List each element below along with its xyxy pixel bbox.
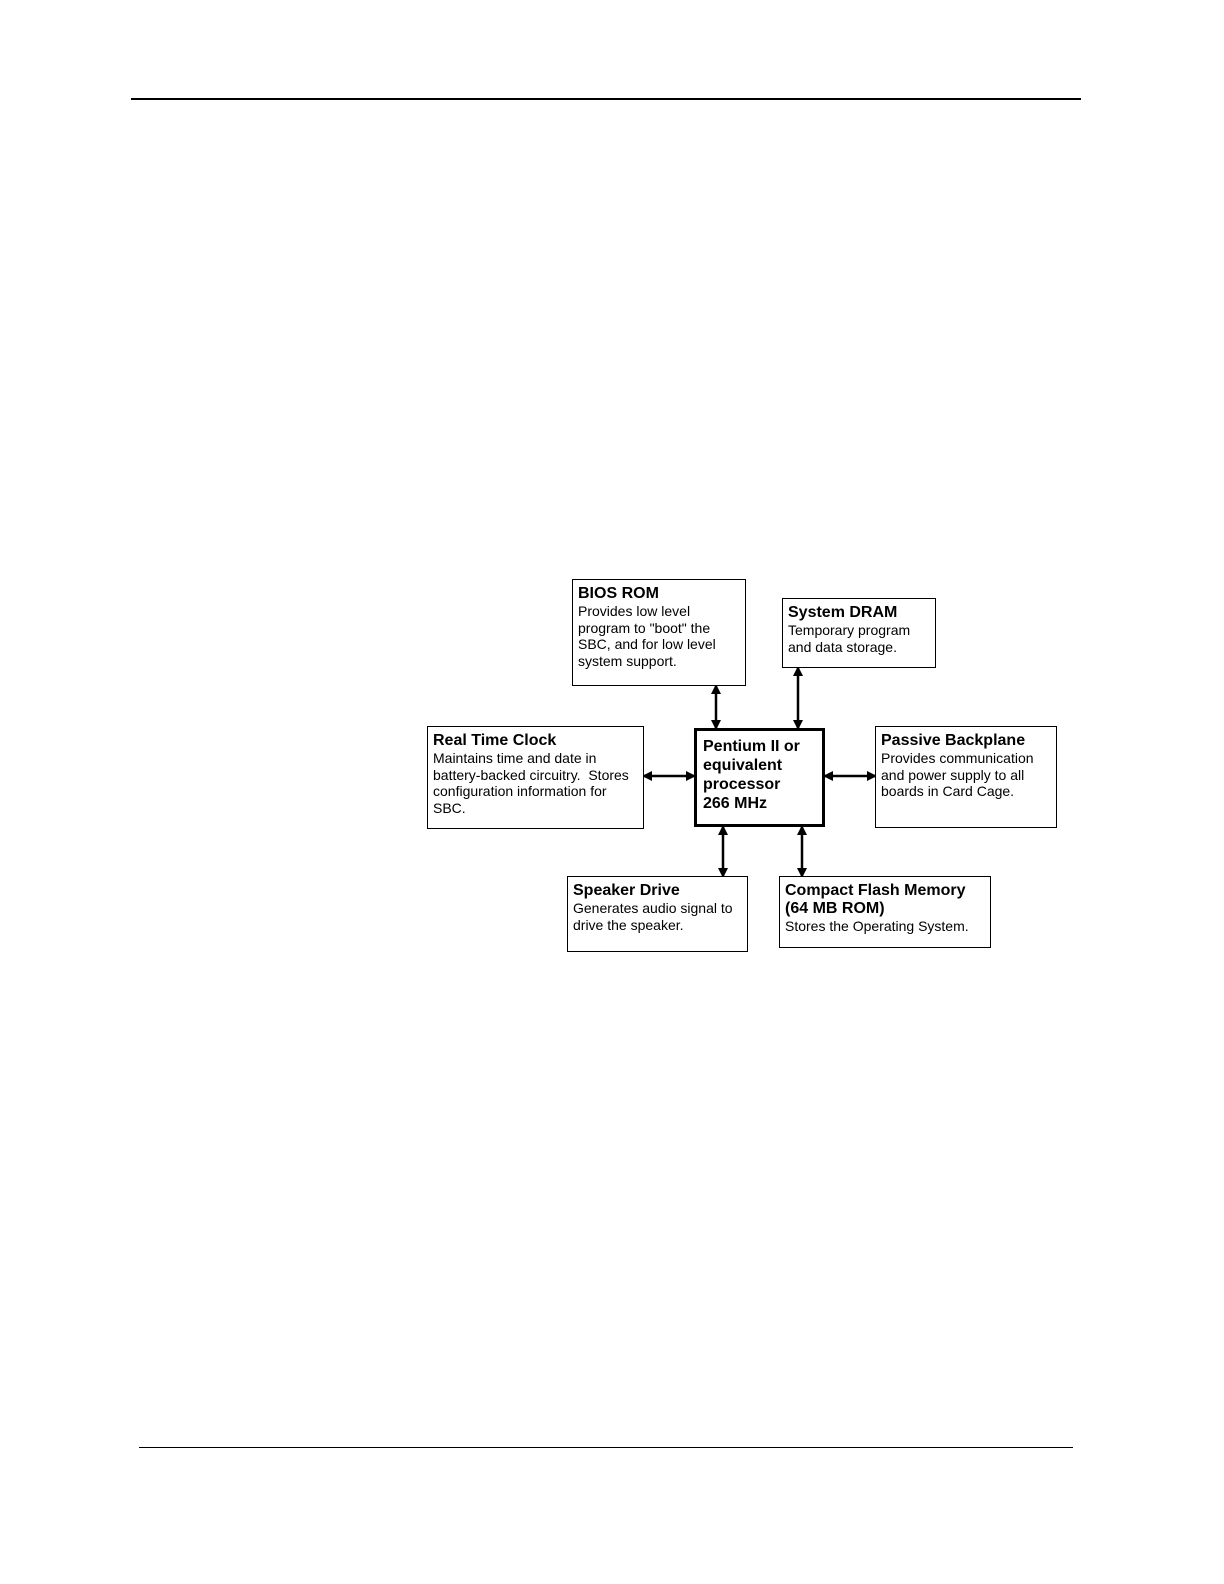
bios-rom-desc-2: program to "boot" the [578, 619, 711, 636]
processor-line-3: processor [703, 776, 781, 793]
passive-backplane-title: Passive Backplane [881, 732, 1026, 749]
compact-flash-title-2: (64 MB ROM) [785, 900, 885, 917]
real-time-clock-block: Real Time Clock Maintains time and date … [427, 726, 644, 829]
system-dram-block: System DRAM Temporary program and data s… [782, 598, 936, 668]
real-time-clock-desc-1: Maintains time and date in [433, 750, 597, 766]
bios-rom-block: BIOS ROM Provides low level program to "… [572, 579, 746, 686]
speaker-drive-block: Speaker Drive Generates audio signal to … [567, 876, 748, 952]
speaker-drive-desc-2: drive the speaker. [573, 916, 684, 933]
passive-backplane-desc-3: boards in Card Cage. [881, 783, 1015, 799]
bios-rom-desc-3: SBC, and for low level [578, 636, 716, 652]
system-dram-desc-2: and data storage. [788, 638, 897, 655]
real-time-clock-desc-4: SBC. [433, 799, 466, 816]
passive-backplane-desc-1: Provides communication [881, 750, 1034, 766]
real-time-clock-title: Real Time Clock [433, 732, 557, 749]
real-time-clock-desc-2: battery-backed circuitry. Stores [433, 766, 629, 783]
processor-line-1: Pentium II or [703, 738, 800, 755]
real-time-clock-desc-3: configuration information for [433, 783, 607, 799]
system-dram-desc-1: Temporary program [788, 622, 911, 638]
bios-rom-title: BIOS ROM [578, 585, 659, 602]
footer-rule [139, 1447, 1073, 1448]
compact-flash-title-1: Compact Flash Memory [785, 882, 966, 899]
bios-rom-desc-4: system support. [578, 652, 677, 669]
header-rule [131, 98, 1081, 100]
speaker-drive-desc-1: Generates audio signal to [573, 900, 733, 916]
processor-block: Pentium II or equivalent processor 266 M… [694, 728, 825, 827]
system-dram-title: System DRAM [788, 604, 898, 621]
processor-line-2: equivalent [703, 757, 783, 774]
compact-flash-desc-1: Stores the Operating System. [785, 918, 969, 934]
passive-backplane-desc-2: and power supply to all [881, 766, 1025, 783]
passive-backplane-block: Passive Backplane Provides communication… [875, 726, 1057, 828]
speaker-drive-title: Speaker Drive [573, 882, 680, 899]
compact-flash-block: Compact Flash Memory (64 MB ROM) Stores … [779, 876, 991, 948]
processor-line-4: 266 MHz [703, 795, 768, 812]
bios-rom-desc-1: Provides low level [578, 603, 691, 619]
